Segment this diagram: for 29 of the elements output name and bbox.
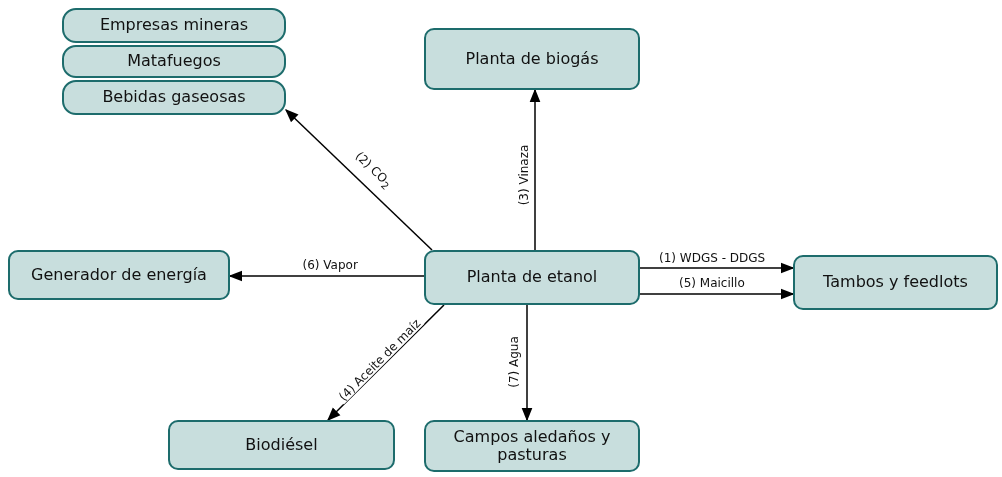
process-box: [62, 80, 286, 115]
process-box: [8, 250, 230, 300]
process-box: [424, 28, 640, 90]
node-label: Planta de biogás: [464, 49, 600, 69]
node-label: Generador de energía: [30, 265, 208, 285]
process-box: [424, 420, 640, 472]
node-label: Biodiésel: [244, 435, 319, 455]
node-label: Empresas mineras: [98, 16, 250, 35]
edge-label: (6) Vapor: [300, 259, 360, 271]
edge-label: (1) WDGS - DDGS: [657, 252, 768, 264]
node-label: Bebidas gaseosas: [101, 88, 247, 107]
node-label: Tambos y feedlots: [822, 273, 969, 292]
node-label: Matafuegos: [126, 52, 222, 71]
arrow: [228, 270, 425, 282]
process-box: [168, 420, 395, 470]
edge-label: (7) Agua: [507, 334, 520, 390]
arrow: [521, 304, 533, 422]
node-label: Campos aledaños y pasturas: [452, 427, 612, 465]
process-box: [793, 255, 998, 310]
node-label: Planta de etanol: [465, 268, 599, 287]
edge-label: (5) Maicillo: [677, 277, 747, 289]
arrow: [639, 262, 795, 274]
process-box: [424, 250, 640, 305]
edge-label: (3) Vinaza: [517, 142, 530, 208]
process-box: [62, 45, 286, 78]
arrow: [285, 109, 433, 251]
arrow: [529, 88, 541, 251]
arrow: [639, 288, 795, 300]
process-box: [62, 8, 286, 43]
